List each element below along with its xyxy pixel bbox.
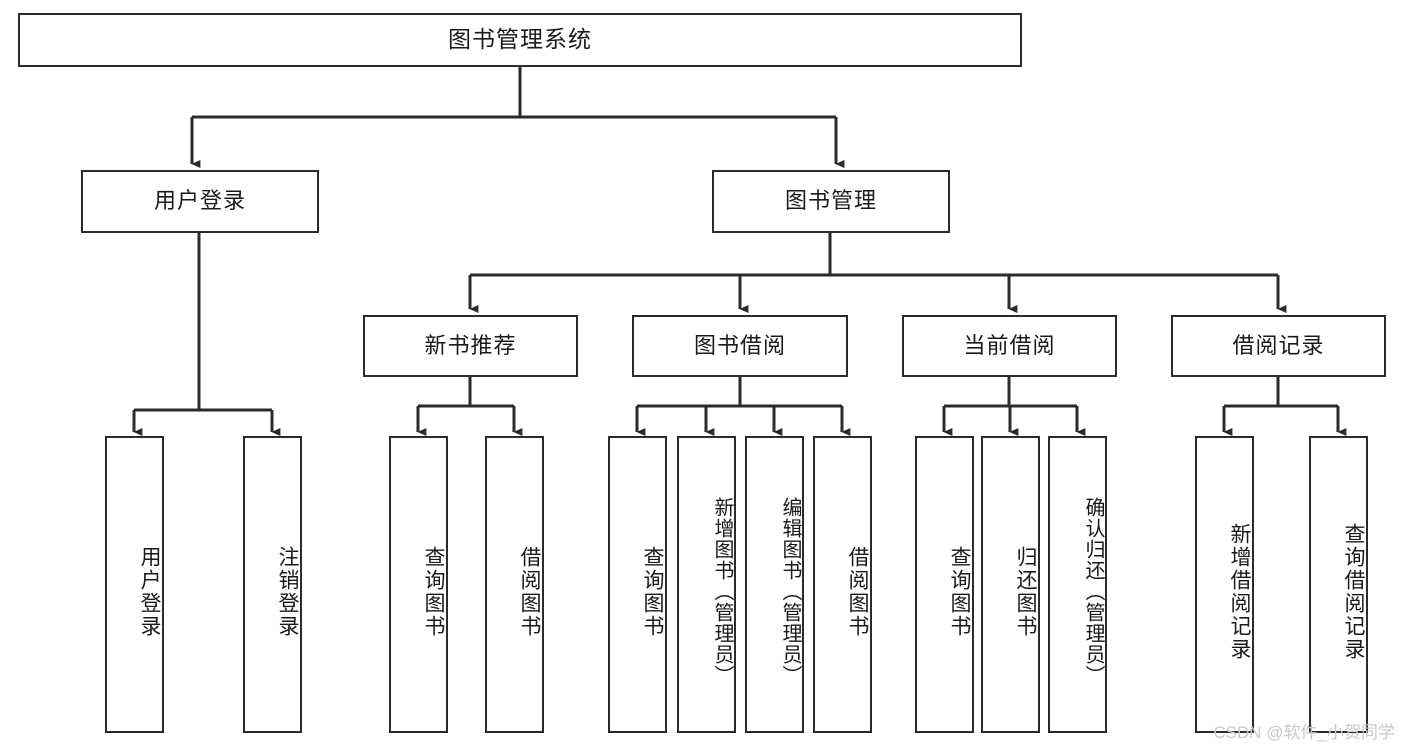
leaf-newbook-borrow-book[interactable]: 借阅图书 <box>485 436 544 733</box>
leaf-borrow-lend-book[interactable]: 借阅图书 <box>813 436 872 733</box>
leaf-newbook-query-book[interactable]: 查询图书 <box>389 436 448 733</box>
leaf-record-add-borrow-record[interactable]: 新增借阅记录 <box>1195 436 1254 733</box>
leaf-borrow-query-book[interactable]: 查询图书 <box>608 436 667 733</box>
leaf-user-login[interactable]: 用户登录 <box>105 436 164 733</box>
leaf-current-confirm-return-admin[interactable]: 确认归还（管理员） <box>1048 436 1107 733</box>
leaf-current-return-book[interactable]: 归还图书 <box>981 436 1040 733</box>
node-current-borrow[interactable]: 当前借阅 <box>902 315 1117 377</box>
leaf-record-query-borrow-record[interactable]: 查询借阅记录 <box>1309 436 1368 733</box>
node-book-management[interactable]: 图书管理 <box>712 170 950 233</box>
node-book-borrow[interactable]: 图书借阅 <box>632 315 848 377</box>
leaf-user-logout[interactable]: 注销登录 <box>243 436 302 733</box>
node-new-book-recommend[interactable]: 新书推荐 <box>363 315 578 377</box>
node-borrow-record[interactable]: 借阅记录 <box>1171 315 1386 377</box>
node-user-login[interactable]: 用户登录 <box>81 170 319 233</box>
leaf-current-query-book[interactable]: 查询图书 <box>915 436 974 733</box>
node-root-book-management-system[interactable]: 图书管理系统 <box>18 13 1022 67</box>
leaf-borrow-add-book-admin[interactable]: 新增图书（管理员） <box>677 436 736 733</box>
leaf-borrow-edit-book-admin[interactable]: 编辑图书（管理员） <box>745 436 804 733</box>
